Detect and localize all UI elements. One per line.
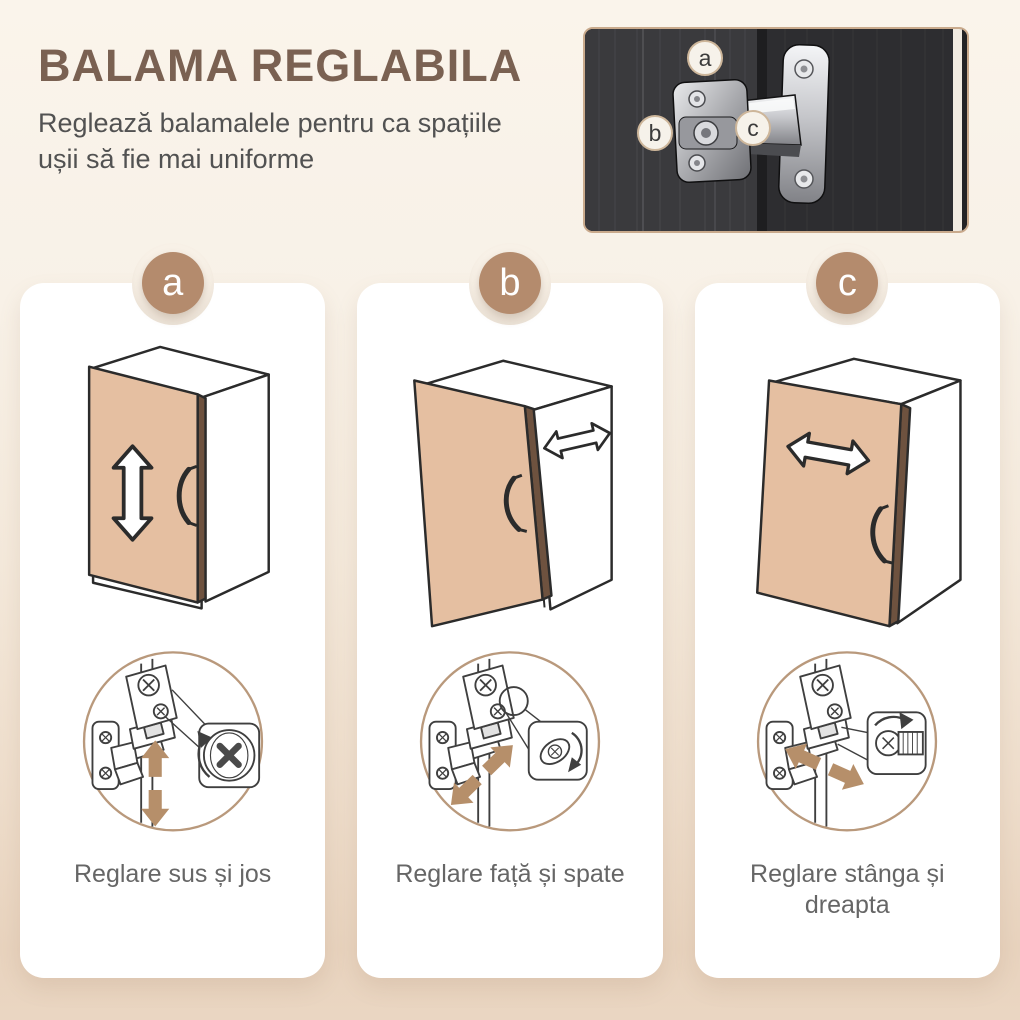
cabinet-illustration-c	[756, 357, 963, 628]
svg-text:b: b	[649, 120, 662, 146]
product-photo: a b c	[583, 27, 969, 233]
page-title: BALAMA REGLABILA	[38, 40, 523, 91]
header: BALAMA REGLABILA Reglează balamalele pen…	[38, 40, 578, 177]
subtitle-line-1: Reglează balamalele pentru ca spațiile	[38, 108, 502, 138]
cabinet-door	[87, 365, 199, 604]
page-subtitle: Reglează balamalele pentru ca spațiile u…	[38, 106, 578, 177]
hinge-photo-illustration: a b c	[585, 29, 967, 231]
photo-badge-c: c	[735, 110, 771, 146]
hinge-detail-c	[757, 651, 938, 832]
subtitle-line-2: ușii să fie mai uniforme	[38, 143, 315, 174]
hinge-hardware	[672, 44, 830, 204]
badge-a: a	[141, 252, 204, 314]
door-handle	[176, 466, 191, 526]
caption-a: Reglare sus și jos	[74, 860, 272, 888]
hinge-detail-a	[82, 651, 263, 832]
phillips-screw-icon	[216, 742, 242, 769]
badge-c: c	[816, 252, 879, 314]
card-b: b	[357, 252, 663, 978]
photo-badge-b: b	[637, 115, 673, 151]
photo-badges: a b c	[637, 40, 771, 151]
door-handle	[503, 475, 522, 532]
svg-text:a: a	[699, 45, 712, 71]
cards-row: a	[20, 252, 1000, 978]
detail-ring	[757, 651, 938, 832]
caption-b: Reglare față și spate	[395, 860, 625, 888]
hinge-detail-b	[419, 651, 601, 832]
card-a: a	[20, 252, 326, 978]
cabinet-side	[198, 373, 270, 603]
photo-badge-a: a	[687, 40, 723, 76]
cabinet-illustration-b	[413, 359, 615, 628]
caption-c: Reglare stânga și dreapta	[750, 860, 945, 920]
badge-b: b	[478, 252, 541, 314]
cabinet-illustration-a	[87, 345, 270, 610]
cabinet-door	[756, 379, 903, 628]
cabinet-door	[413, 379, 544, 628]
door-handle	[870, 506, 888, 564]
svg-text:c: c	[747, 115, 759, 141]
card-c: c	[694, 252, 1000, 978]
